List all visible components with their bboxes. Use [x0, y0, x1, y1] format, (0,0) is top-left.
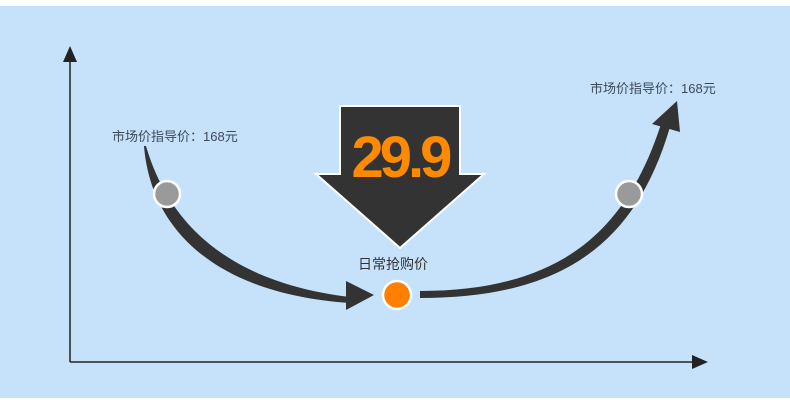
graphic-svg	[63, 46, 708, 369]
x-axis-arrowhead	[692, 355, 708, 369]
right-curve-arrowhead	[652, 101, 680, 132]
right-guide-price-label: 市场价指导价：168元	[590, 81, 716, 96]
left-guide-price-label: 市场价指导价：168元	[112, 129, 238, 144]
daily-flash-price-label: 日常抢购价	[358, 256, 428, 272]
price-down-arrow	[313, 105, 487, 250]
sale-price-value: 29.9	[351, 125, 453, 190]
left-price-marker	[152, 179, 182, 209]
right-price-marker	[614, 179, 644, 209]
center-price-marker	[381, 279, 413, 311]
y-axis-arrowhead	[63, 46, 77, 62]
left-curve-arrowhead	[346, 281, 374, 310]
right-curve-arrow	[420, 124, 670, 298]
price-comparison-graphic: 市场价指导价：168元 市场价指导价：168元 日常抢购价 29.9	[0, 6, 790, 398]
left-curve-arrow	[144, 146, 350, 303]
